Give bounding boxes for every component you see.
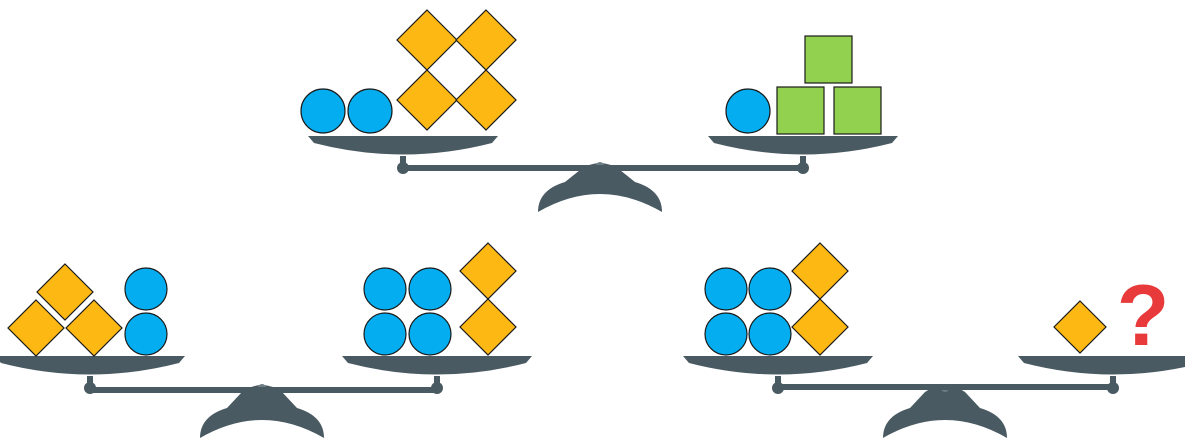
balance-scale-top-left-pan-bowl [308,136,498,155]
diamond-weight [455,9,517,71]
circle-weight [748,267,792,311]
balance-scale-bottom-right-base [883,385,1007,438]
balance-scale-bottom-right-left-pan-bowl [683,356,873,375]
square-weight [833,86,882,135]
balance-scale-bottom-left-left-pan [0,356,185,394]
square-weight [776,86,825,135]
balance-scale-bottom-left-right-pan [342,356,532,394]
diamond-weight [65,299,123,357]
scales-layer [0,136,1185,438]
balance-scale-bottom-right-left-pan-knob [772,382,784,394]
diamond-weight [791,298,849,356]
diamond-weight [791,242,849,300]
balance-scale-top [308,136,898,212]
diamond-weight [1053,300,1107,354]
balance-scale-top-base [538,163,662,212]
balance-scale-bottom-left-left-pan-bowl [0,356,185,375]
balance-scale-bottom-right-right-pan-bowl [1018,356,1185,375]
circle-weight [748,312,792,356]
balance-scale-bottom-left-right-pan-bowl [342,356,532,375]
balance-scale-bottom-left-base [200,385,324,438]
diamond-weight [7,299,65,357]
balance-scale-top-left-pan-knob [397,162,409,174]
balance-scale-bottom-right-left-pan [683,356,873,394]
balance-scale-top-right-pan-knob [797,162,809,174]
circle-weight [408,267,452,311]
diamond-weight [396,69,458,131]
diamond-weight [36,263,94,321]
balance-scale-bottom-right-right-pan [1018,356,1185,394]
balance-scale-bottom-right-right-pan-knob [1107,382,1119,394]
diamond-weight [396,9,458,71]
diamond-weight [459,298,517,356]
balance-scale-top-right-pan-bowl [708,136,898,155]
diamond-weight [459,242,517,300]
balance-scale-top-left-pan [308,136,498,174]
circle-weight [300,88,346,134]
circle-weight [704,267,748,311]
balance-scale-top-right-pan [708,136,898,174]
circle-weight [124,267,168,311]
circle-weight [363,312,407,356]
balance-scale-bottom-left [0,356,532,438]
diamond-weight [455,69,517,131]
circle-weight [704,312,748,356]
balance-scale-bottom-left-right-pan-knob [431,382,443,394]
balance-scale-bottom-right [683,356,1185,438]
balance-scale-bottom-left-left-pan-knob [84,382,96,394]
circle-weight [408,312,452,356]
square-weight [804,35,853,84]
circle-weight [124,312,168,356]
circle-weight [347,88,393,134]
question-mark: ? [1117,268,1170,364]
weights-layer [7,9,1107,357]
circle-weight [363,267,407,311]
circle-weight [725,88,771,134]
